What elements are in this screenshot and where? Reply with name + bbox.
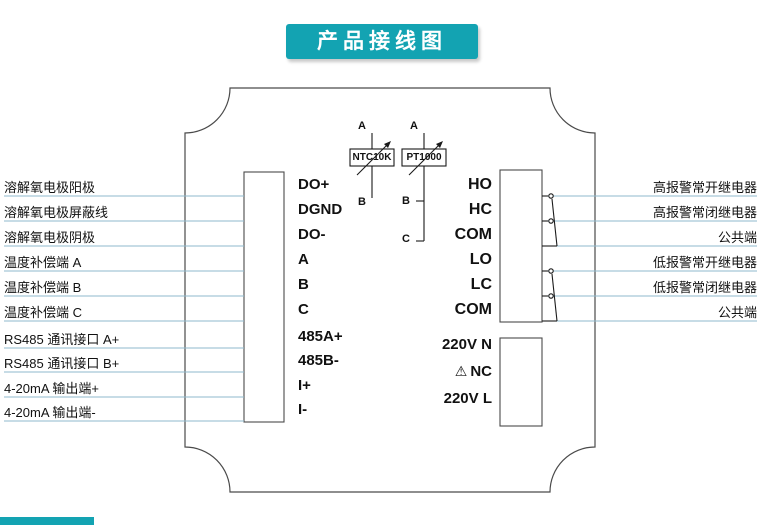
pt-pin-b: B [402,195,410,207]
right-wire-label-com-1: 公共端 [717,230,757,245]
power-terminal-n: 220V N [441,336,492,353]
ntc-pin-a: A [358,120,366,132]
terminal-dgnd: DGND [298,201,343,218]
left-wire-label-do-cathode: 溶解氧电极阴极 [4,230,96,245]
left-connector-lines [4,195,244,422]
right-connector-lines [544,195,757,322]
terminal-485a: 485A+ [298,328,343,345]
warning-icon: ⚠ [454,363,468,379]
relay-terminal-block [499,169,543,323]
pt1000-rtd-symbol [401,133,447,242]
bottom-accent-strip [0,517,94,525]
terminal-i-minus: I- [298,401,308,418]
terminal-i-plus: I+ [298,377,311,394]
power-terminal-nc-label: NC [470,363,492,380]
terminal-hc: HC [468,201,492,218]
right-wire-label-high-nc: 高报警常闭继电器 [652,205,757,220]
right-wire-label-high-no: 高报警常开继电器 [652,180,757,195]
terminal-a: A [298,251,309,268]
terminal-b: B [298,276,309,293]
terminal-do-plus: DO+ [298,176,330,193]
power-terminal-l: 220V L [443,390,492,407]
terminal-485b: 485B- [298,352,339,369]
ntc-thermistor-symbol [349,133,395,198]
right-wire-label-low-no: 低报警常开继电器 [652,255,757,270]
ntc-label: NTC10K [352,152,392,163]
terminal-do-minus: DO- [298,226,326,243]
left-wire-label-ma-minus: 4-20mA 输出端- [4,405,96,420]
left-wire-label-do-anode: 溶解氧电极阳极 [4,180,96,195]
right-wire-label-low-nc: 低报警常闭继电器 [652,280,757,295]
ntc-pin-b: B [358,196,366,208]
left-wire-label-rs485-a: RS485 通讯接口 A+ [4,332,120,347]
left-wire-label-temp-c: 温度补偿端 C [4,305,83,320]
power-terminal-nc: ⚠NC [404,363,492,380]
terminal-ho: HO [468,176,492,193]
device-outline [184,87,596,493]
left-wire-label-ma-plus: 4-20mA 输出端+ [4,381,100,396]
left-wire-label-temp-b: 温度补偿端 B [4,280,82,295]
terminal-lo: LO [469,251,492,268]
power-terminal-block [499,337,543,427]
low-alarm-relay-contact [542,268,558,322]
terminal-c: C [298,301,309,318]
high-alarm-relay-contact [542,193,558,247]
pt1000-label: PT1000 [406,152,442,163]
pt-pin-a: A [410,120,418,132]
left-terminal-block [243,171,285,423]
pt-pin-c: C [402,233,410,245]
left-wire-label-temp-a: 温度补偿端 A [4,255,82,270]
terminal-lc: LC [470,276,492,293]
terminal-com-2: COM [454,301,492,318]
left-wire-label-rs485-b: RS485 通讯接口 B+ [4,356,120,371]
left-wire-label-do-shield: 溶解氧电极屏蔽线 [4,205,109,220]
terminal-com-1: COM [454,226,492,243]
right-wire-label-com-2: 公共端 [717,305,757,320]
page-title: 产品接线图 [286,24,478,59]
